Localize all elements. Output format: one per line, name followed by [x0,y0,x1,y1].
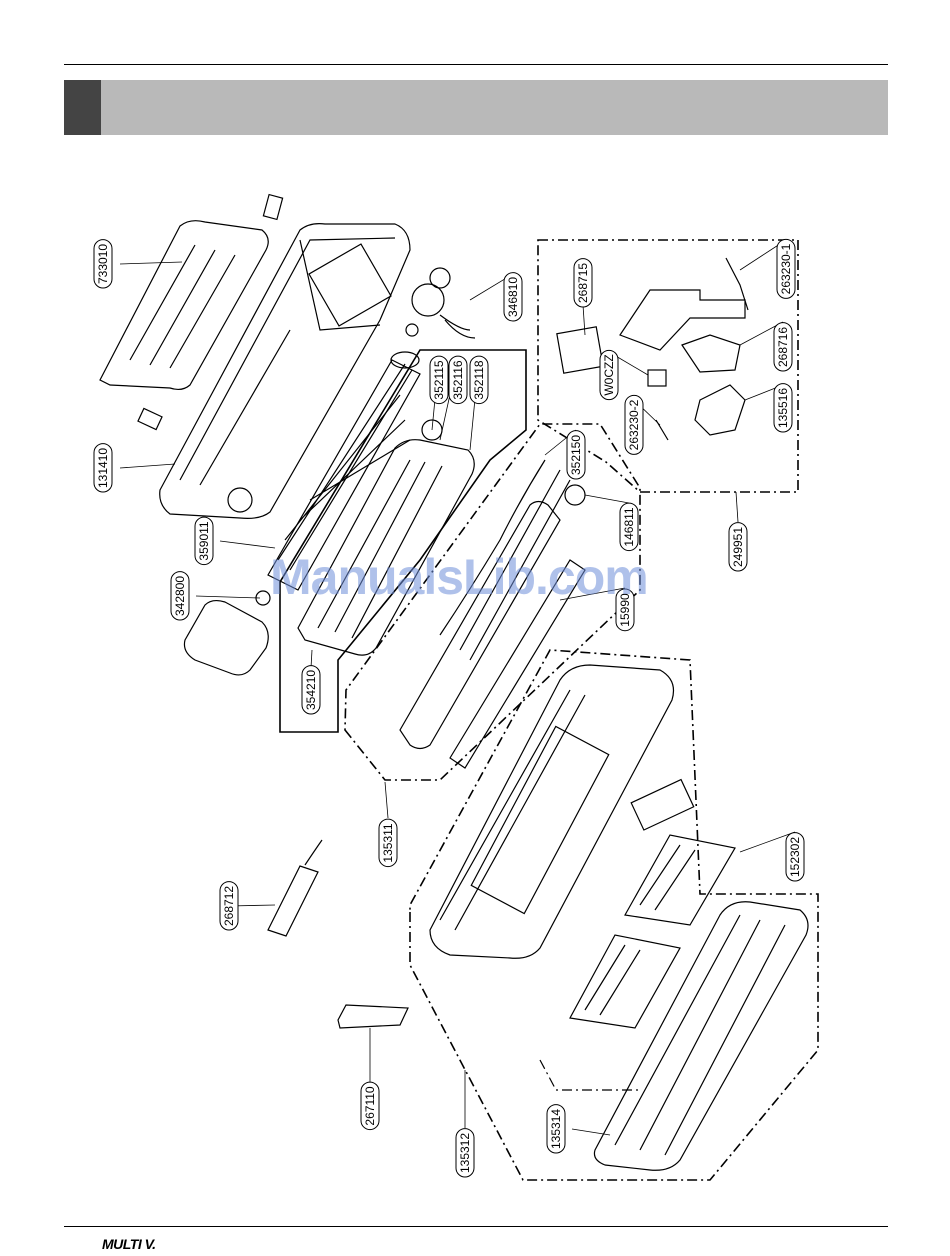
part-label-263230-2: 263230-2 [625,395,643,454]
part-label-268716: 268716 [774,323,792,371]
part-label-text: 263230-2 [627,399,641,450]
part-label-135312: 135312 [456,1129,474,1177]
part-label-text: 352118 [472,360,486,399]
part-label-268715: 268715 [574,259,592,307]
evaporator-354210-drawing [298,420,474,655]
part-label-text: 146811 [622,507,636,546]
part-label-text: 131410 [96,448,110,488]
remote-267110-drawing [338,1005,408,1028]
pcb-268712-drawing [268,840,322,936]
part-label-146811: 146811 [620,503,638,550]
part-label-346810: 346810 [504,273,522,321]
fan-motor-346810-drawing [406,268,475,338]
part-label-text: 354210 [304,670,318,710]
part-label-text: 352116 [451,360,465,399]
group-outline-front [410,650,818,1180]
part-label-W0CZZ: W0CZZ [600,350,618,399]
part-label-352115: 352115 [430,356,448,403]
discharge-vane-15990-drawing [400,460,585,768]
footer-logo: MULTI V. [102,1236,156,1252]
part-label-text: 346810 [506,277,520,317]
part-label-text: 268712 [222,886,236,926]
part-labels: 733010 131410 359011 342800 354210 352115 3521… [94,239,804,1177]
bottom-rule [64,1226,888,1227]
part-label-text: 152302 [788,837,802,877]
watermark-text: ManualsLib.com [270,548,648,606]
part-label-text: 352115 [432,360,446,399]
part-label-249951: 249951 [729,523,747,571]
part-label-135516: 135516 [774,384,792,432]
part-label-268712: 268712 [220,882,238,930]
part-label-352116: 352116 [449,356,467,403]
part-label-text: 135314 [549,1109,563,1149]
front-panel-135312-drawing [594,902,808,1171]
part-label-131410: 131410 [94,444,112,492]
part-label-text: 267110 [363,1086,377,1125]
part-label-text: 135312 [458,1133,472,1173]
front-grille-135314-drawing [430,665,694,958]
part-label-263230-1: 263230-1 [777,239,795,298]
part-label-text: W0CZZ [602,354,616,395]
part-label-text: 135516 [776,388,790,428]
part-label-text: 135311 [381,823,395,862]
part-label-352150: 352150 [567,431,585,479]
part-label-text: 249951 [731,527,745,567]
part-label-text: 733010 [96,244,110,284]
part-label-352118: 352118 [470,356,488,403]
part-label-text: 352150 [569,435,583,475]
part-label-152302: 152302 [786,833,804,881]
part-label-text: 359011 [197,521,211,560]
part-label-text: 263230-1 [779,243,793,294]
part-label-text: 268716 [776,327,790,367]
part-label-text: 268715 [576,263,590,303]
part-label-135311: 135311 [379,819,397,866]
part-label-354210: 354210 [302,666,320,714]
bearing-holder-342800-drawing [184,591,270,675]
part-label-359011: 359011 [195,517,213,564]
part-label-135314: 135314 [547,1105,565,1153]
part-label-733010: 733010 [94,240,112,288]
part-label-342800: 342800 [171,572,189,620]
group-outline-filter [540,1060,640,1090]
part-label-text: 342800 [173,576,187,616]
part-label-267110: 267110 [361,1082,379,1129]
air-filter-152302-drawing [570,835,735,1028]
